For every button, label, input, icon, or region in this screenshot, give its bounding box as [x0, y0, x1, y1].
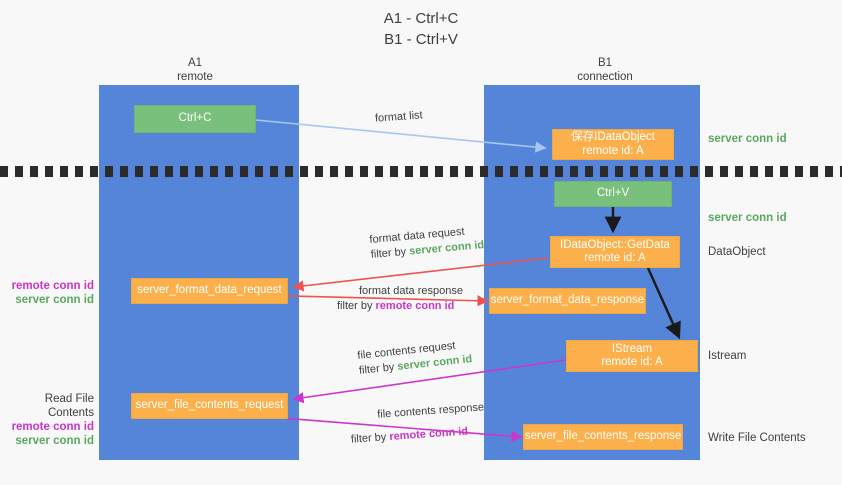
label-server-conn-id-mid: server conn id [708, 212, 787, 224]
edge-label-file-contents-response: file contents response filter by remote … [349, 400, 486, 447]
edge-label-format-data-response: format data response filter by remote co… [337, 284, 463, 314]
legend-format-conn-ids: remote conn id server conn id [0, 279, 94, 307]
label-read-file-contents: Read File Contents [44, 393, 94, 419]
column-header-a1: A1 remote [177, 57, 213, 83]
edge-label-format-list: format list [374, 109, 424, 125]
page-title: A1 - Ctrl+C B1 - Ctrl+V [383, 10, 459, 48]
column-header-b1: B1 connection [577, 57, 633, 83]
legend-remote-conn-id-file: remote conn id [11, 421, 94, 433]
legend-remote-conn-id-format: remote conn id [11, 280, 94, 292]
edge-label-format-data-response-filter: filter by remote conn id [337, 300, 455, 312]
legend-server-conn-id-format: server conn id [15, 294, 94, 306]
label-write-file-contents: Write File Contents [708, 432, 806, 444]
legend-file-contents: Read File Contents remote conn id server… [0, 392, 94, 448]
legend-server-conn-id-file: server conn id [15, 435, 94, 447]
node-server-file-contents-request[interactable]: server_file_contents_request [131, 393, 288, 419]
label-server-conn-id-top: server conn id [708, 133, 787, 145]
edge-label-format-data-response-text: format data response [359, 285, 463, 297]
edge-label-format-data-request: format data request filter by server con… [369, 223, 485, 263]
node-server-format-data-request[interactable]: server_format_data_request [131, 278, 288, 304]
node-server-file-contents-response[interactable]: server_file_contents_response [523, 424, 683, 450]
node-istream[interactable]: IStream remote id: A [566, 340, 698, 372]
label-istream: Istream [708, 350, 747, 362]
node-server-format-data-response[interactable]: server_format_data_response [489, 288, 646, 314]
node-ctrl-v[interactable]: Ctrl+V [554, 181, 672, 207]
node-save-idataobject[interactable]: 保存IDataObject remote id: A [552, 129, 674, 160]
edge-label-file-contents-request: file contents request filter by server c… [357, 337, 473, 379]
node-idataobject-getdata[interactable]: IDataObject::GetData remote id: A [550, 236, 680, 268]
label-dataobject: DataObject [708, 246, 766, 258]
phase-divider [0, 166, 842, 177]
node-ctrl-c[interactable]: Ctrl+C [134, 105, 256, 133]
